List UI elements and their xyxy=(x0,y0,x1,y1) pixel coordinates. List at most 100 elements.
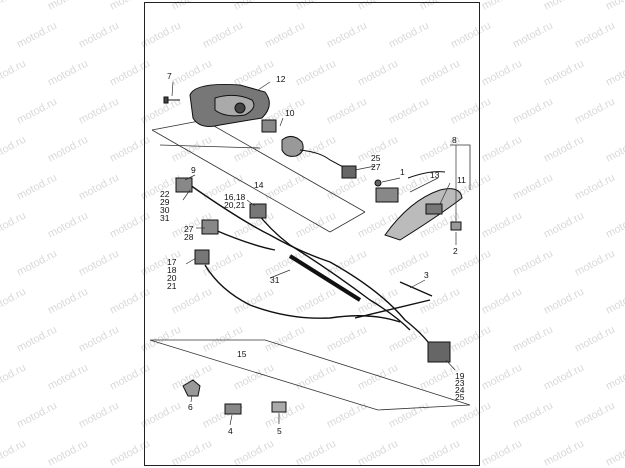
callout-5: 5 xyxy=(277,426,282,436)
license-bracket xyxy=(374,171,463,241)
watermark-text: motod.ru xyxy=(480,0,524,13)
watermark-text: motod.ru xyxy=(0,286,28,317)
watermark-text: motod.ru xyxy=(325,20,369,51)
small-parts xyxy=(182,379,287,415)
assembly-outlines xyxy=(149,117,471,411)
watermark-text: motod.ru xyxy=(511,248,555,279)
callout-25b: 25 xyxy=(455,392,465,402)
watermark-text: motod.ru xyxy=(542,362,586,393)
watermark-text: motod.ru xyxy=(542,286,586,317)
callout-9: 9 xyxy=(191,165,196,175)
watermark-text: motod.ru xyxy=(480,210,524,241)
watermark-text: motod.ru xyxy=(325,400,369,431)
wiring-harness xyxy=(189,184,433,343)
watermark-text: motod.ru xyxy=(294,0,338,13)
callout-15: 15 xyxy=(237,349,247,359)
watermark-text: motod.ru xyxy=(77,172,121,203)
watermark-text: motod.ru xyxy=(356,58,400,89)
watermark-text: motod.ru xyxy=(511,172,555,203)
watermark-text: motod.ru xyxy=(108,58,152,89)
watermark-text: motod.ru xyxy=(480,286,524,317)
callout-28: 28 xyxy=(184,232,194,242)
watermark-text: motod.ru xyxy=(201,20,245,51)
watermark-text: motod.ru xyxy=(263,172,307,203)
watermark-text: motod.ru xyxy=(0,0,28,13)
watermark-text: motod.ru xyxy=(15,324,59,355)
watermark-text: motod.ru xyxy=(511,400,555,431)
watermark-text: motod.ru xyxy=(46,210,90,241)
watermark-text: motod.ru xyxy=(139,400,183,431)
watermark-text: motod.ru xyxy=(294,58,338,89)
callout-31a: 31 xyxy=(160,213,170,223)
watermark-text: motod.ru xyxy=(573,400,617,431)
watermark-text: motod.ru xyxy=(573,324,617,355)
watermark-text: motod.ru xyxy=(325,96,369,127)
watermark-text: motod.ru xyxy=(573,20,617,51)
watermark-text: motod.ru xyxy=(0,362,28,393)
watermark-text: motod.ru xyxy=(15,20,59,51)
watermark-text: motod.ru xyxy=(232,0,276,13)
watermark-text: motod.ru xyxy=(15,248,59,279)
watermark-text: motod.ru xyxy=(108,362,152,393)
watermark-text: motod.ru xyxy=(449,20,493,51)
watermark-text: motod.ru xyxy=(294,362,338,393)
watermark-text: motod.ru xyxy=(15,96,59,127)
watermark-text: motod.ru xyxy=(604,286,625,317)
callout-24: 24 xyxy=(455,385,465,395)
watermark-text: motod.ru xyxy=(46,362,90,393)
callout-1: 1 xyxy=(400,167,405,177)
watermark-text: motod.ru xyxy=(170,134,214,165)
watermark-text: motod.ru xyxy=(418,0,462,13)
watermark-text: motod.ru xyxy=(46,58,90,89)
watermark-text: motod.ru xyxy=(0,58,28,89)
watermark-text: motod.ru xyxy=(604,0,625,13)
watermark-text: motod.ru xyxy=(108,0,152,13)
callout-14: 14 xyxy=(254,180,264,190)
watermark-text: motod.ru xyxy=(573,172,617,203)
callout-27b: 27 xyxy=(184,224,194,234)
watermark-text: motod.ru xyxy=(449,324,493,355)
callout-19: 19 xyxy=(455,371,465,381)
callout-13: 13 xyxy=(430,170,440,180)
watermark-text: motod.ru xyxy=(356,438,400,468)
watermark-text: motod.ru xyxy=(108,134,152,165)
callout-20-21: 20,21 xyxy=(224,200,246,210)
watermark-text: motod.ru xyxy=(573,96,617,127)
watermark-text: motod.ru xyxy=(294,286,338,317)
callout-25a: 25 xyxy=(371,153,381,163)
watermark-text: motod.ru xyxy=(480,134,524,165)
watermark-text: motod.ru xyxy=(480,58,524,89)
watermark-text: motod.ru xyxy=(480,438,524,468)
watermark-text: motod.ru xyxy=(356,362,400,393)
watermark-text: motod.ru xyxy=(77,20,121,51)
callout-27a: 27 xyxy=(371,162,381,172)
watermark-text: motod.ru xyxy=(0,210,28,241)
watermark-text: motod.ru xyxy=(46,134,90,165)
watermark-text: motod.ru xyxy=(170,286,214,317)
callout-4: 4 xyxy=(228,426,233,436)
watermark-text: motod.ru xyxy=(542,134,586,165)
callout-23: 23 xyxy=(455,378,465,388)
watermark-text: motod.ru xyxy=(46,0,90,13)
callout-20: 20 xyxy=(167,273,177,283)
watermark-text: motod.ru xyxy=(232,362,276,393)
watermark-text: motod.ru xyxy=(77,400,121,431)
callout-6: 6 xyxy=(188,402,193,412)
watermark-text: motod.ru xyxy=(294,210,338,241)
callout-22: 22 xyxy=(160,189,170,199)
callout-2: 2 xyxy=(453,246,458,256)
watermark-text: motod.ru xyxy=(387,400,431,431)
leader-lines xyxy=(171,81,457,426)
watermark-text: motod.ru xyxy=(15,400,59,431)
watermark-text: motod.ru xyxy=(387,96,431,127)
bulb-socket xyxy=(261,119,357,179)
watermark-text: motod.ru xyxy=(170,0,214,13)
watermark-text: motod.ru xyxy=(232,438,276,468)
connectors xyxy=(175,177,451,363)
watermark-text: motod.ru xyxy=(0,438,28,468)
watermark-text: motod.ru xyxy=(542,0,586,13)
watermark-text: motod.ru xyxy=(15,172,59,203)
watermark-text: motod.ru xyxy=(46,286,90,317)
watermark-text: motod.ru xyxy=(573,248,617,279)
